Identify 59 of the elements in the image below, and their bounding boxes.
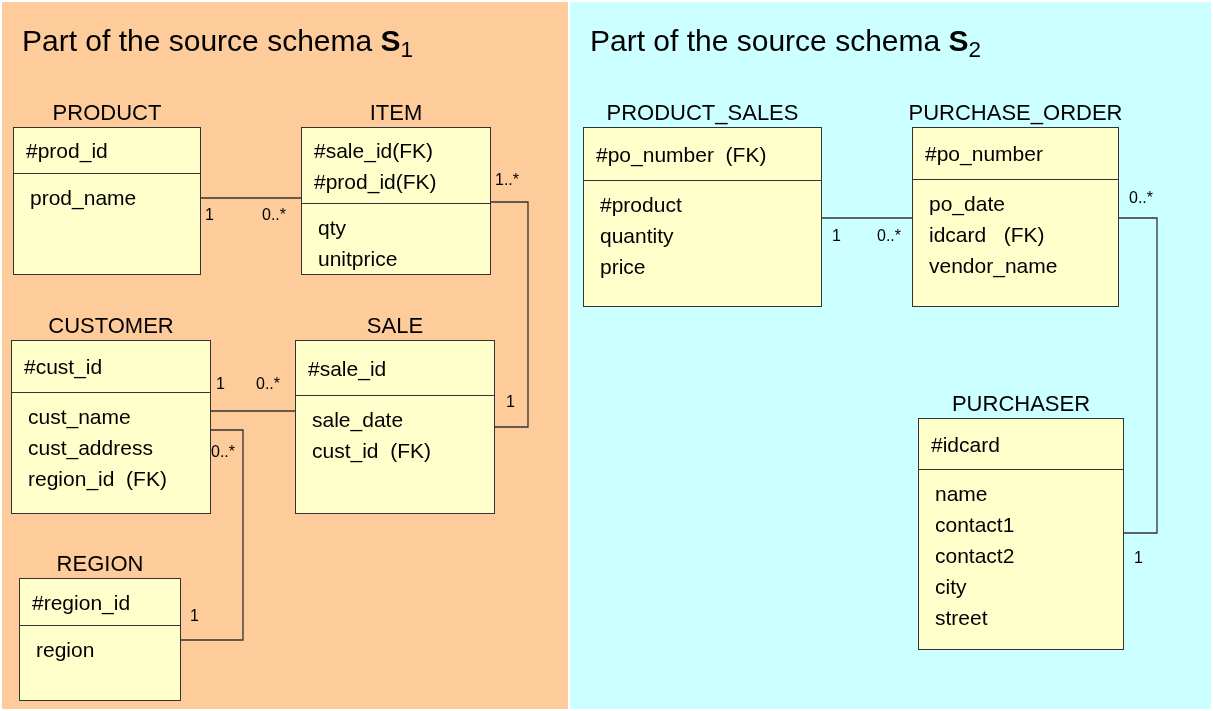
multiplicity-label: 0..* xyxy=(211,444,235,460)
panel-title: Part of the source schema S$_{2}$ xyxy=(590,23,982,63)
table-name: PRODUCT_SALES xyxy=(606,102,799,124)
schema-panel xyxy=(2,2,568,709)
attribute: region xyxy=(36,637,95,663)
panel-title: Part of the source schema S$_{1}$ xyxy=(22,23,414,63)
attribute: quantity xyxy=(600,223,674,249)
attribute: region_id (FK) xyxy=(28,466,167,493)
multiplicity-label: 1 xyxy=(190,608,199,624)
attribute: contact2 xyxy=(935,543,1015,569)
key-attribute: #cust_id xyxy=(24,354,103,381)
key-attribute: #sale_id(FK) xyxy=(314,137,434,165)
key-attribute: #po_number (FK) xyxy=(596,141,767,169)
attribute: cust_address xyxy=(28,435,153,462)
attribute: name xyxy=(935,481,988,507)
attribute: vendor_name xyxy=(929,253,1058,280)
relationship-line xyxy=(821,217,913,219)
relationship-line xyxy=(180,429,244,641)
multiplicity-label: 1..* xyxy=(495,172,519,188)
attribute: street xyxy=(935,605,988,631)
attribute: price xyxy=(600,254,646,280)
table-name: CUSTOMER xyxy=(48,315,174,337)
attribute: cust_id (FK) xyxy=(312,438,432,465)
relationship-line xyxy=(1118,217,1158,534)
attribute: #product xyxy=(600,192,682,218)
key-attribute: #prod_id(FK) xyxy=(314,168,437,196)
attribute: po_date xyxy=(929,191,1005,218)
attribute: sale_date xyxy=(312,407,404,434)
attribute: city xyxy=(935,574,967,600)
table-name: REGION xyxy=(56,553,144,575)
table-name: ITEM xyxy=(369,102,423,124)
key-attribute: #idcard xyxy=(931,431,1000,458)
key-attribute: #po_number xyxy=(925,141,1043,168)
multiplicity-label: 1 xyxy=(506,394,515,410)
table-name: PURCHASE_ORDER xyxy=(908,102,1123,124)
attribute: qty xyxy=(318,215,346,241)
table-name: PRODUCT xyxy=(52,102,162,124)
multiplicity-label: 0..* xyxy=(256,376,280,392)
attribute: unitprice xyxy=(318,246,398,272)
multiplicity-label: 1 xyxy=(1134,550,1143,566)
table-name: PURCHASER xyxy=(951,393,1091,415)
multiplicity-label: 0..* xyxy=(877,228,901,244)
multiplicity-label: 1 xyxy=(216,376,225,392)
relationship-line xyxy=(200,197,302,199)
relationship-line xyxy=(210,410,296,412)
multiplicity-label: 1 xyxy=(832,228,841,244)
table-name: SALE xyxy=(366,315,424,337)
attribute: idcard (FK) xyxy=(929,222,1045,248)
relationship-line xyxy=(490,201,529,428)
key-attribute: #prod_id xyxy=(26,138,108,165)
attribute: contact1 xyxy=(935,512,1015,538)
attribute: cust_name xyxy=(28,404,131,431)
multiplicity-label: 0..* xyxy=(262,207,286,223)
multiplicity-label: 1 xyxy=(205,207,214,223)
multiplicity-label: 0..* xyxy=(1129,190,1153,206)
attribute: prod_name xyxy=(30,185,137,212)
key-attribute: #sale_id xyxy=(308,355,387,383)
key-attribute: #region_id xyxy=(32,589,131,617)
schema-panel xyxy=(570,2,1211,709)
